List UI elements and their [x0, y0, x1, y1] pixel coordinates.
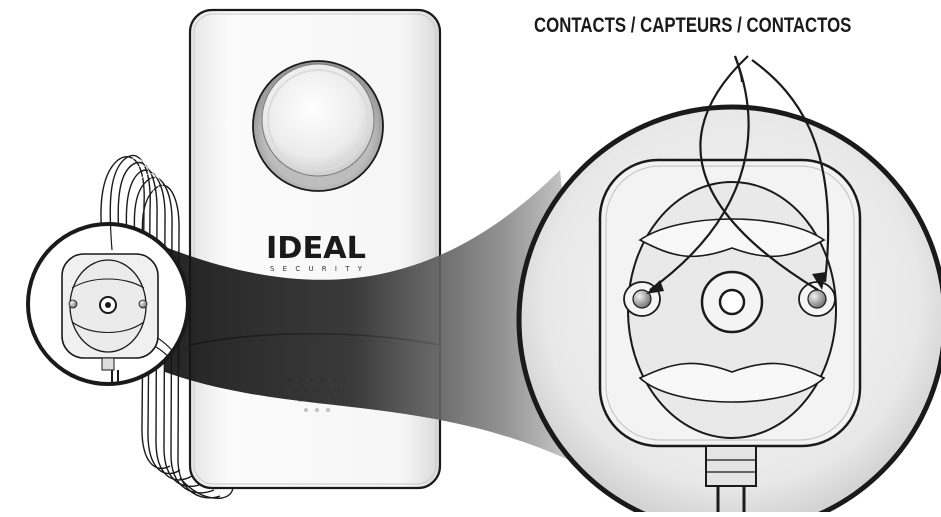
contact-right-icon — [808, 290, 826, 308]
alarm-device: IDEAL SECURITY — [190, 10, 440, 488]
logo-text: IDEAL — [266, 231, 366, 266]
speaker-icon — [253, 61, 383, 191]
magnifier-callout-icon — [519, 107, 941, 512]
contacts-callout-label: CONTACTS / CAPTEURS / CONTACTOS — [534, 14, 854, 38]
